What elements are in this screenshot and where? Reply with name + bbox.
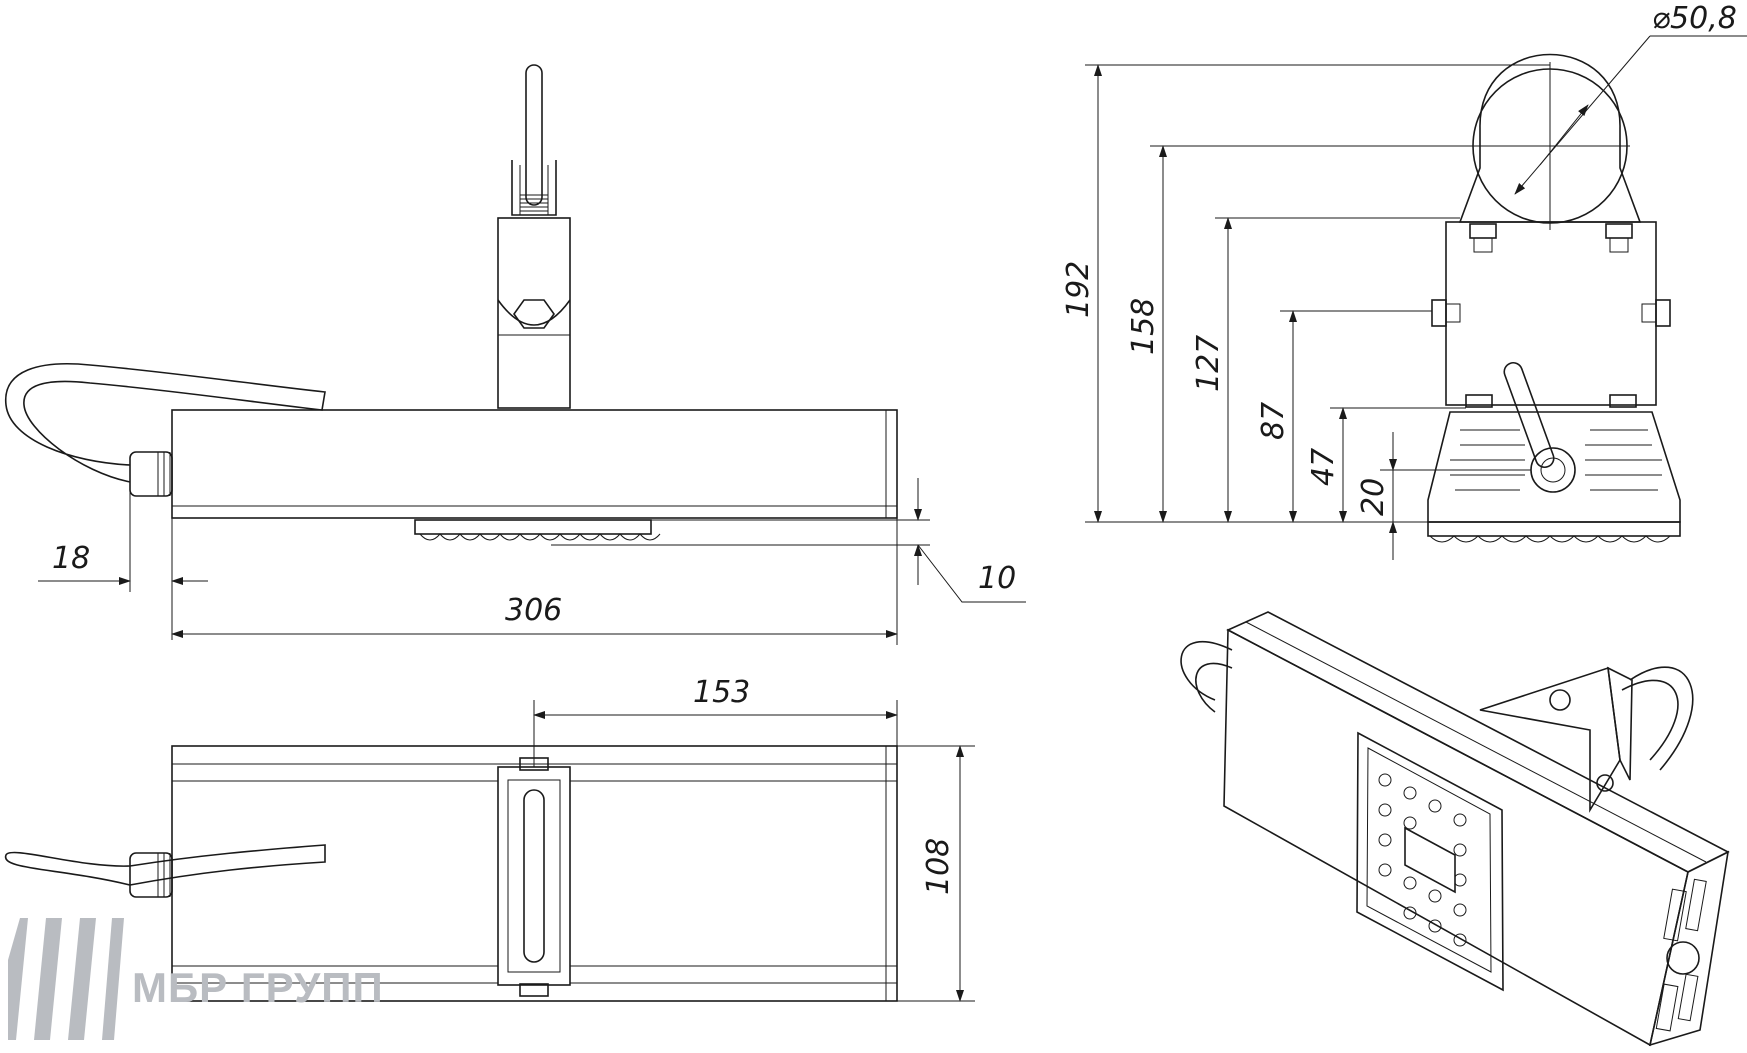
dim-20: 20 bbox=[1356, 478, 1391, 516]
logo-text: МБР ГРУПП bbox=[132, 964, 384, 1011]
iso-housing-front bbox=[1223, 628, 1689, 1047]
dim-108: 108 bbox=[921, 838, 956, 895]
iso-gland bbox=[1666, 941, 1700, 975]
housing bbox=[171, 409, 898, 519]
dim-10: 10 bbox=[978, 561, 1016, 596]
logo-mark bbox=[8, 918, 28, 1040]
dim-153: 153 bbox=[693, 675, 750, 710]
top-view: 153 108 bbox=[4, 675, 975, 1002]
cable-end bbox=[1503, 361, 1555, 469]
dim-192: 192 bbox=[1061, 261, 1096, 318]
cable-gland bbox=[129, 451, 173, 497]
front-view: 18 306 10 bbox=[5, 64, 1026, 645]
mount-bracket bbox=[1445, 221, 1657, 406]
clamp bbox=[1458, 53, 1642, 223]
iso-cable bbox=[1180, 641, 1233, 713]
bracket-bolt bbox=[525, 64, 543, 206]
dim-diameter: ⌀50,8 bbox=[1652, 1, 1737, 36]
iso-led-module bbox=[1356, 731, 1504, 992]
side-view: ⌀50,8 192 158 127 bbox=[1061, 1, 1747, 560]
cable-gland-top bbox=[129, 852, 173, 898]
bracket-slot bbox=[523, 789, 545, 963]
dim-158: 158 bbox=[1126, 298, 1161, 355]
dim-18: 18 bbox=[52, 541, 90, 576]
cable bbox=[5, 362, 326, 483]
company-logo: МБР ГРУПП bbox=[8, 918, 384, 1040]
lens-plate bbox=[414, 519, 652, 535]
cable-top bbox=[4, 844, 326, 886]
dim-47: 47 bbox=[1306, 448, 1341, 486]
spring bbox=[519, 194, 549, 216]
housing-end bbox=[1427, 411, 1681, 523]
iso-leds bbox=[1378, 773, 1467, 947]
iso-housing-top bbox=[1226, 611, 1730, 873]
isometric-view bbox=[1180, 611, 1730, 1047]
hex-nut bbox=[513, 299, 555, 329]
dim-127: 127 bbox=[1191, 335, 1226, 392]
bracket-top bbox=[497, 766, 571, 986]
dim-306: 306 bbox=[505, 593, 562, 628]
iso-clamp bbox=[1621, 666, 1694, 771]
iso-bracket bbox=[1479, 666, 1621, 813]
bracket-body bbox=[497, 217, 571, 409]
iso-end-cap bbox=[1648, 850, 1730, 1047]
dim-87: 87 bbox=[1256, 402, 1291, 440]
